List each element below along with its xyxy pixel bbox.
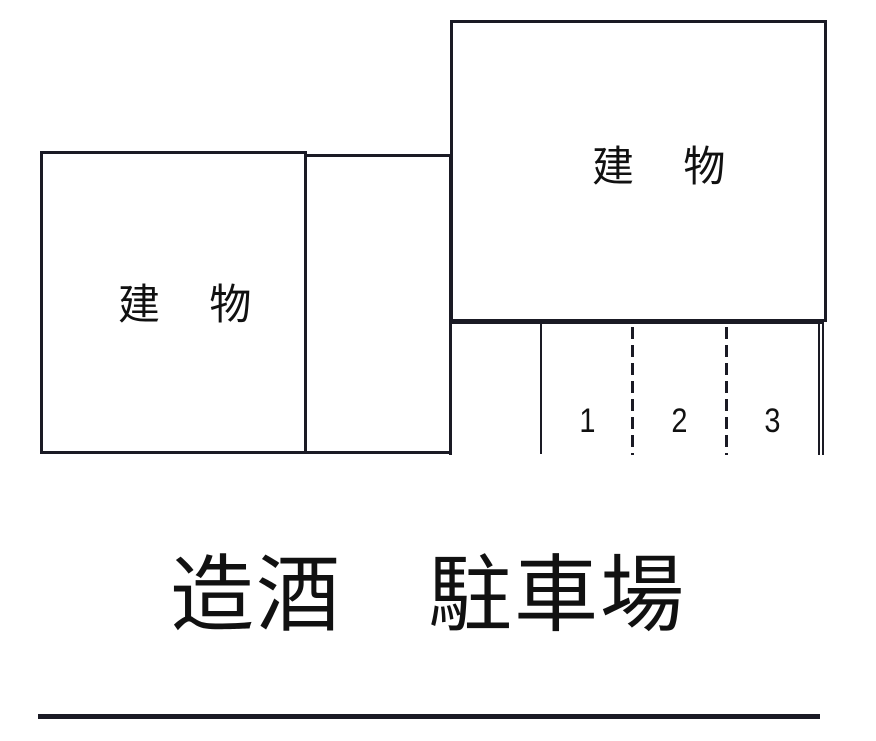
building-right xyxy=(450,20,827,322)
parking-top-edge xyxy=(452,322,823,324)
parking-right-edge-inner xyxy=(818,324,820,455)
parking-slot-1: 1 xyxy=(579,402,596,440)
parking-left-edge xyxy=(449,322,452,455)
parking-slot-2: 2 xyxy=(671,402,688,440)
building-right-label: 建 物 xyxy=(592,142,744,191)
title-underline xyxy=(38,714,820,719)
annex-left xyxy=(304,154,452,454)
map-title: 造酒 駐車場 xyxy=(170,546,687,644)
slot-divider-1-2 xyxy=(631,327,634,455)
parking-right-edge-outer xyxy=(822,322,824,455)
building-left-label: 建 物 xyxy=(118,280,270,329)
slot-divider-2-3 xyxy=(725,327,728,455)
parking-divider-entry xyxy=(540,324,542,454)
parking-slot-3: 3 xyxy=(764,402,781,440)
